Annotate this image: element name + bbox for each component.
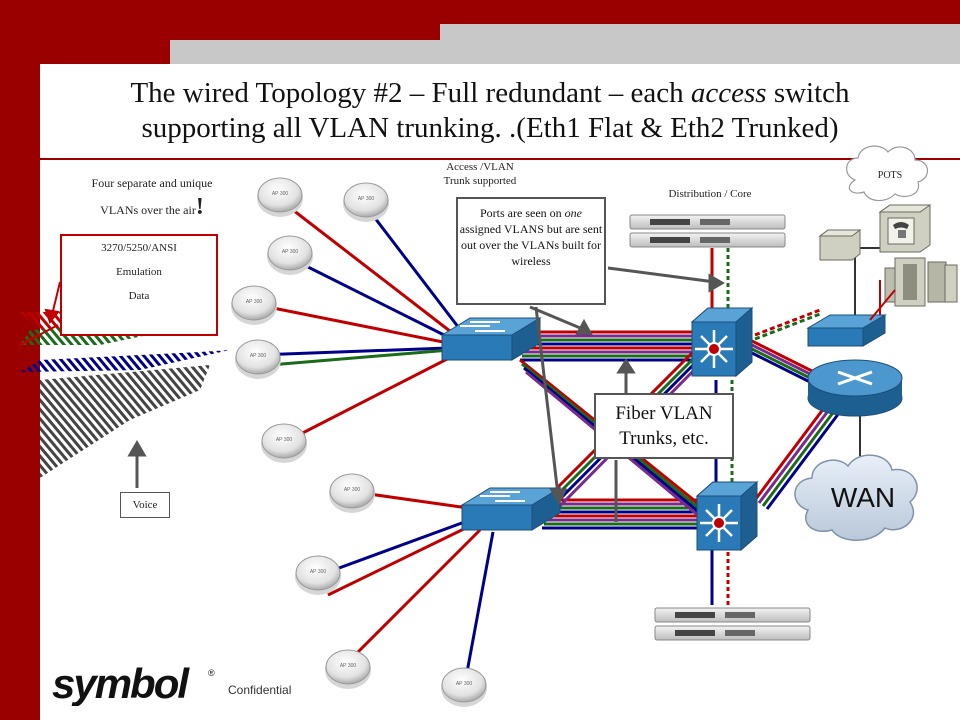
svg-text:AP 300: AP 300 xyxy=(344,487,361,493)
svg-text:AP 300: AP 300 xyxy=(250,353,267,359)
access-point: AP 300 xyxy=(329,473,375,513)
wireless-vlan-bands xyxy=(20,312,230,478)
ap-cables-lower xyxy=(319,490,495,684)
voice-label: Voice xyxy=(120,492,170,518)
svg-text:AP 300: AP 300 xyxy=(310,569,327,575)
top-gray-bar xyxy=(440,24,960,64)
access-switch-upper xyxy=(440,317,542,361)
wan-cloud-icon xyxy=(794,454,918,541)
svg-text:AP 300: AP 300 xyxy=(276,437,293,443)
access-switch-right xyxy=(806,314,887,347)
access-point: AP 300 xyxy=(441,667,487,707)
mainframe-link xyxy=(869,289,896,321)
ports-callout: Ports are seen on one assigned VLANS but… xyxy=(456,197,606,305)
access-switch-lower xyxy=(460,487,562,531)
wireless-band-blue xyxy=(20,350,230,372)
legend-line-2: Emulation xyxy=(116,266,162,278)
access-vlan-label: Access /VLAN Trunk supported xyxy=(443,161,517,187)
vertical-uplinks xyxy=(710,247,881,605)
access-point: AP 300 xyxy=(343,182,389,222)
core-server-rack-lower xyxy=(654,607,811,641)
svg-text:AP 300: AP 300 xyxy=(272,191,289,197)
svg-text:AP 300: AP 300 xyxy=(358,196,375,202)
access-point: AP 300 xyxy=(257,177,303,217)
wan-label: WAN xyxy=(830,482,896,513)
svg-text:AP 300: AP 300 xyxy=(282,249,299,255)
gray-box-device xyxy=(818,229,862,261)
access-point: AP 300 xyxy=(261,423,307,463)
mainframe-icon xyxy=(884,257,958,307)
access-point: AP 300 xyxy=(267,235,313,275)
distribution-switch-upper xyxy=(690,306,754,378)
vlan-legend-box: 3270/5250/ANSI Emulation Data xyxy=(60,234,218,336)
ap-cables-upper xyxy=(257,198,464,444)
distribution-core-label: Distribution / Core xyxy=(668,188,752,200)
legend-line-3: Data xyxy=(128,290,150,302)
trunk-bundle-upper xyxy=(520,330,695,362)
access-points: AP 300 AP 300 AP 300 AP 300 AP 300 xyxy=(231,177,487,707)
access-point: AP 300 xyxy=(231,285,277,325)
symbol-logo: symbol ® xyxy=(50,660,220,711)
page-title: The wired Topology #2 – Full redundant –… xyxy=(130,77,850,144)
access-point: AP 300 xyxy=(235,339,281,379)
svg-text:AP 300: AP 300 xyxy=(246,299,263,305)
symbol-logo-text: symbol xyxy=(52,662,190,706)
wan-router xyxy=(807,359,903,417)
svg-text:AP 300: AP 300 xyxy=(456,681,473,687)
top-red-bar xyxy=(0,0,960,24)
fiber-trunks-callout: Fiber VLAN Trunks, etc. xyxy=(594,393,734,459)
legend-line-1: 3270/5250/ANSI xyxy=(101,242,177,254)
four-vlans-label: Four separate and unique VLANs over the … xyxy=(91,176,213,220)
left-red-bar xyxy=(0,0,40,720)
svg-text:®: ® xyxy=(208,668,215,678)
trunk-bundle-router xyxy=(749,308,844,510)
access-point: AP 300 xyxy=(295,555,341,595)
distribution-switch-lower xyxy=(695,480,759,552)
legend-arrows xyxy=(19,281,61,346)
trunk-bundle-lower xyxy=(542,498,700,530)
wireless-band-gray xyxy=(40,365,210,478)
annotation-arrows xyxy=(127,266,725,522)
svg-text:AP 300: AP 300 xyxy=(340,663,357,669)
confidential-label: Confidential xyxy=(228,683,292,697)
core-server-rack-upper xyxy=(629,214,786,248)
pbx-phone-box xyxy=(878,204,932,253)
pots-label: POTS xyxy=(877,170,903,181)
access-point: AP 300 xyxy=(325,649,371,689)
pots-cloud-icon xyxy=(846,145,928,202)
